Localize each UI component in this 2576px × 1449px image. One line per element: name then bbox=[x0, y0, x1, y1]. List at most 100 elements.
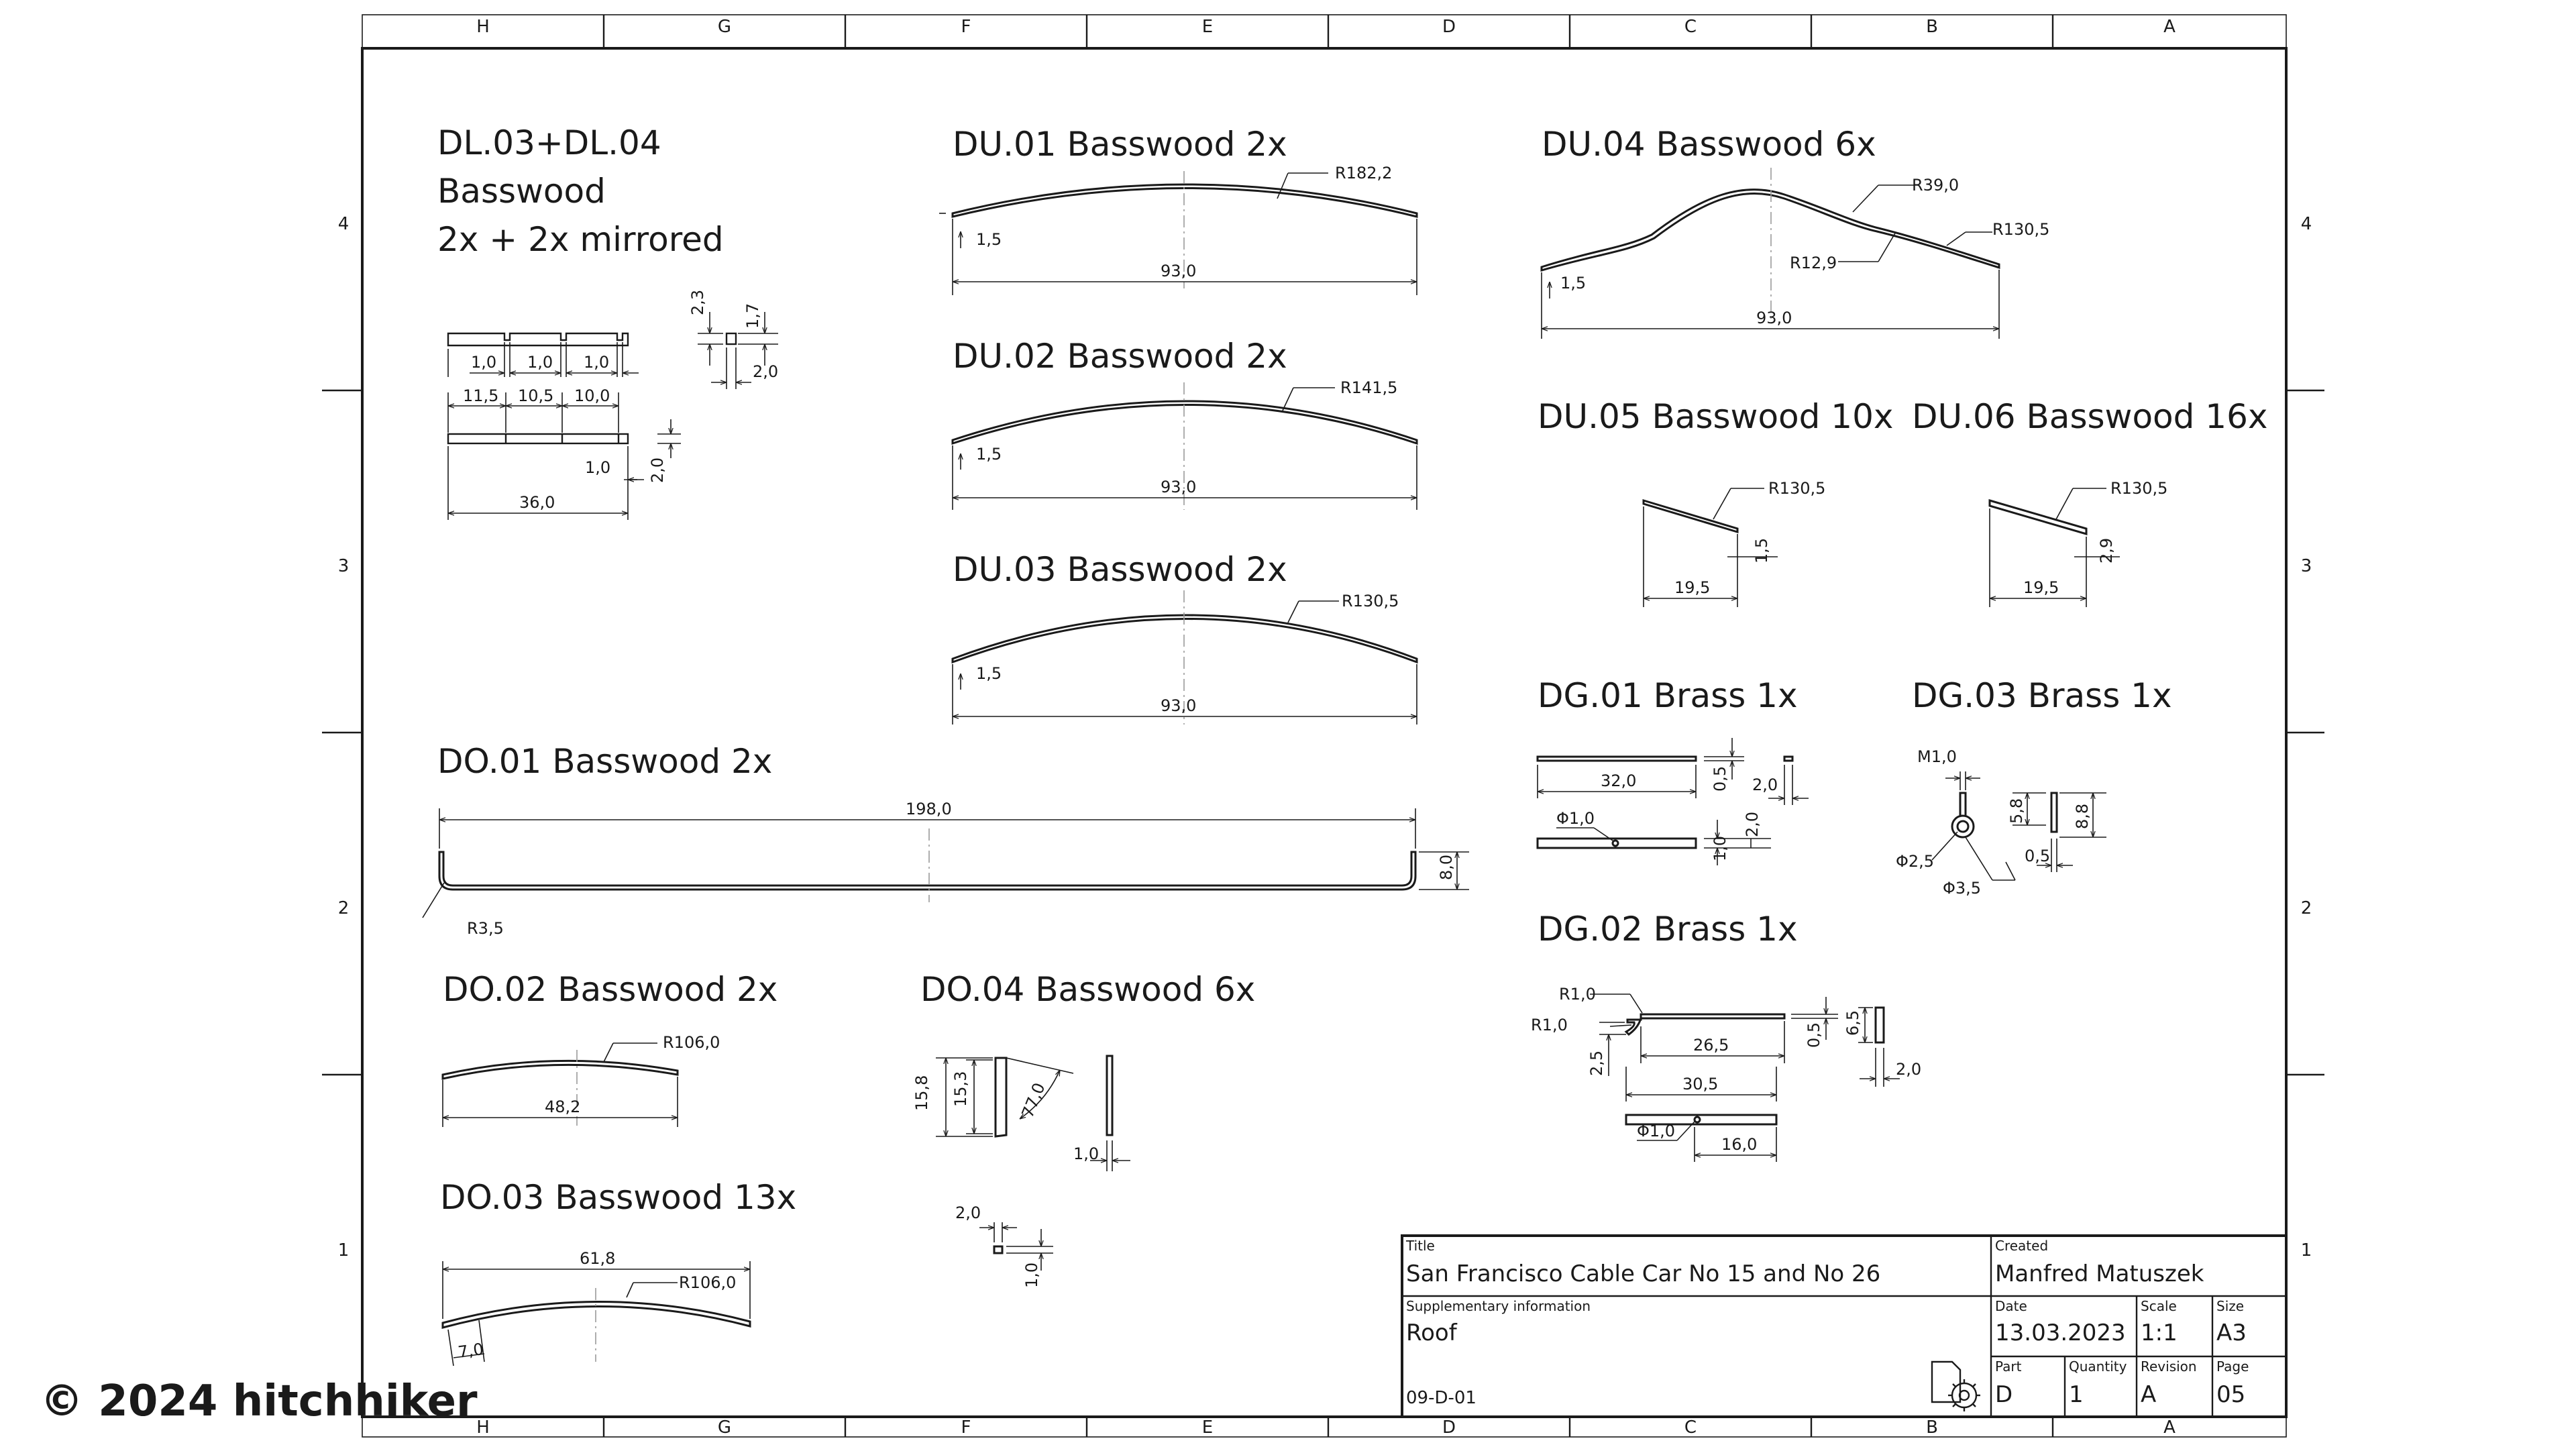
drawing-title: San Francisco Cable Car No 15 and No 26 bbox=[1406, 1260, 1880, 1287]
zone-row-left: 3 bbox=[338, 556, 350, 576]
dim-label: 93,0 bbox=[1756, 309, 1792, 327]
dim-label: 1,0 bbox=[585, 458, 610, 477]
part-title-line: Basswood bbox=[437, 172, 606, 211]
scale-value: 1:1 bbox=[2141, 1320, 2178, 1346]
dim-label: 48,2 bbox=[545, 1097, 580, 1116]
quantity-label: Quantity bbox=[2069, 1358, 2127, 1375]
dim-label: M1,0 bbox=[1917, 747, 1957, 766]
size-value: A3 bbox=[2216, 1320, 2247, 1346]
dim-label: 0,5 bbox=[1805, 1022, 1823, 1048]
dim-label: 1,0 bbox=[584, 353, 609, 372]
dim-label: 15,8 bbox=[912, 1075, 931, 1111]
dim-label: Φ3,5 bbox=[1943, 879, 1981, 898]
do03-arc bbox=[441, 1301, 751, 1329]
zone-col-top: B bbox=[1926, 17, 1938, 37]
part-value: D bbox=[1995, 1381, 2012, 1408]
dim-label: 1,0 bbox=[527, 353, 553, 372]
dg01-wire-top bbox=[1536, 755, 1697, 762]
zone-row-right: 1 bbox=[2301, 1240, 2312, 1260]
part-title: DO.04 Basswood 6x bbox=[920, 970, 1255, 1009]
dim-label: 93,0 bbox=[1161, 478, 1196, 496]
dim-label: 32,0 bbox=[1601, 771, 1636, 790]
du03-arc bbox=[951, 614, 1418, 664]
dim-label: 2,3 bbox=[688, 290, 707, 315]
dim-label: 93,0 bbox=[1161, 262, 1196, 280]
part-title: DG.02 Brass 1x bbox=[1538, 910, 1798, 949]
part-do03: DO.03 Basswood 13x 61,8 R106,0 7,0 bbox=[440, 1178, 796, 1366]
date-value: 13.03.2023 bbox=[1995, 1320, 2126, 1346]
part-title: DU.03 Basswood 2x bbox=[953, 550, 1287, 589]
part-title: DU.01 Basswood 2x bbox=[953, 125, 1287, 164]
du02-arc bbox=[951, 400, 1418, 445]
part-dl03-dl04: DL.03+DL.04 Basswood 2x + 2x mirrored 1,… bbox=[437, 123, 778, 520]
dim-label: 2,0 bbox=[1752, 775, 1778, 794]
part-title: DO.01 Basswood 2x bbox=[437, 742, 772, 781]
drawing-number: 09-D-01 bbox=[1406, 1388, 1477, 1408]
dim-label: 93,0 bbox=[1161, 696, 1196, 715]
size-label: Size bbox=[2216, 1298, 2244, 1314]
title-block: Title San Francisco Cable Car No 15 and … bbox=[1401, 1234, 2288, 1418]
dim-label: 7,0 bbox=[457, 1340, 485, 1362]
part-title-line: 2x + 2x mirrored bbox=[437, 220, 724, 259]
dim-label: R1,0 bbox=[1559, 985, 1596, 1004]
dim-label: 16,0 bbox=[1721, 1135, 1757, 1154]
dim-label: 0,5 bbox=[2025, 847, 2050, 865]
part-du02: DU.02 Basswood 2x 93,0 R141,5 1,5 bbox=[951, 337, 1418, 510]
dim-label: 26,5 bbox=[1693, 1036, 1729, 1055]
part-title: DU.05 Basswood 10x bbox=[1538, 397, 1893, 436]
zone-row-right: 2 bbox=[2301, 898, 2312, 918]
do04-edge-view bbox=[1106, 1055, 1114, 1136]
part-du04: DU.04 Basswood 6x 93,0 R39,0 R130,5 R12,… bbox=[1540, 125, 2049, 339]
do02-arc bbox=[441, 1059, 679, 1080]
dl-strip-side-view bbox=[447, 433, 629, 445]
dim-label: 2,0 bbox=[753, 362, 778, 381]
part-du01: DU.01 Basswood 2x 93,0 R182,2 1,5 bbox=[939, 125, 1418, 295]
page-value: 05 bbox=[2216, 1381, 2245, 1408]
part-dg02: DG.02 Brass 1x 26,5 30,5 16,0 R1,0 bbox=[1531, 910, 1921, 1162]
dim-label: 1,7 bbox=[743, 303, 762, 329]
dim-label: 11,5 bbox=[463, 386, 498, 405]
dim-label: Φ2,5 bbox=[1896, 852, 1934, 871]
revision-label: Revision bbox=[2141, 1358, 2197, 1375]
dim-label: R130,5 bbox=[1768, 479, 1825, 498]
part-do01: DO.01 Basswood 2x 198,0 8,0 R3,5 bbox=[422, 742, 1469, 938]
dim-label: R130,5 bbox=[1342, 592, 1399, 610]
zone-col-bottom: C bbox=[1684, 1417, 1697, 1438]
dim-label: 61,8 bbox=[580, 1249, 615, 1268]
do01-channel bbox=[438, 851, 1417, 891]
dim-label: 1,5 bbox=[1752, 538, 1771, 564]
dim-label: 1,0 bbox=[1711, 836, 1729, 861]
dim-label: 2,9 bbox=[2097, 538, 2116, 564]
dim-label: 0,5 bbox=[1711, 766, 1729, 792]
dim-label: 6,5 bbox=[1843, 1010, 1862, 1036]
zone-col-bottom: G bbox=[718, 1417, 731, 1438]
part-title-line: DL.03+DL.04 bbox=[437, 123, 661, 162]
zone-col-top: A bbox=[2163, 17, 2176, 37]
dim-label: R106,0 bbox=[663, 1033, 720, 1052]
zone-col-top: G bbox=[718, 17, 731, 37]
dim-label: 19,5 bbox=[2023, 578, 2059, 597]
dim-label: R141,5 bbox=[1340, 378, 1397, 397]
quantity-value: 1 bbox=[2069, 1381, 2084, 1408]
zone-col-bottom: B bbox=[1926, 1417, 1938, 1438]
zone-col-bottom: F bbox=[961, 1417, 971, 1438]
gear-document-icon bbox=[1931, 1360, 1980, 1411]
zone-row-left: 2 bbox=[338, 898, 350, 918]
dim-label: 2,5 bbox=[1587, 1051, 1606, 1076]
dim-label: R182,2 bbox=[1335, 164, 1392, 182]
dim-label: 1,5 bbox=[976, 664, 1002, 683]
dim-label: R39,0 bbox=[1912, 176, 1959, 195]
dg01-wire-end bbox=[1783, 755, 1794, 762]
dim-label: 2,0 bbox=[955, 1203, 981, 1222]
part-du05: DU.05 Basswood 10x 19,5 R130,5 1,5 bbox=[1538, 397, 1893, 607]
part-du06: DU.06 Basswood 16x 19,5 R130,5 2,9 bbox=[1912, 397, 2267, 607]
zone-col-bottom: A bbox=[2163, 1417, 2176, 1438]
dim-label: 8,0 bbox=[1437, 855, 1456, 880]
do04-side-view bbox=[994, 1057, 1008, 1138]
dim-label: 77,0 bbox=[1018, 1080, 1049, 1120]
dl-cross-section bbox=[725, 332, 737, 345]
dim-label: 5,8 bbox=[2007, 798, 2026, 824]
zone-row-right: 4 bbox=[2301, 214, 2312, 234]
part-dg01: DG.01 Brass 1x 32,0 0,5 2,0 1,0 2,0 Φ1,0 bbox=[1536, 676, 1809, 865]
